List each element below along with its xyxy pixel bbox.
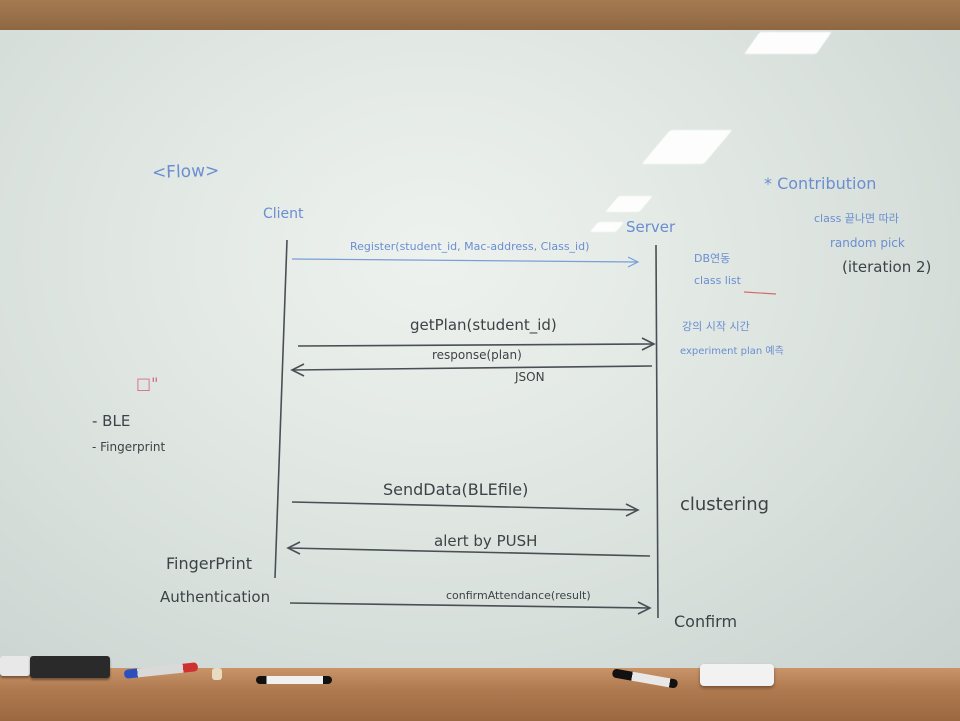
- message-alert: alert by PUSH: [434, 532, 538, 550]
- server-note-clustering: clustering: [680, 494, 770, 515]
- arrowhead-getplan: [641, 337, 656, 351]
- message-register: Register(student_id, Mac-address, Class_…: [350, 240, 590, 253]
- server-note-plan: experiment plan 예측: [680, 346, 784, 357]
- contribution-line-1: class 끝나면 따라: [814, 212, 899, 225]
- left-note-ble: - BLE: [92, 412, 131, 430]
- whiteboard-surface: [0, 30, 960, 672]
- flow-heading: <Flow>: [151, 160, 220, 184]
- message-confirm: confirmAttendance(result): [446, 589, 591, 602]
- arrow-alert: [287, 547, 651, 557]
- arrow-senddata: [291, 501, 639, 511]
- eraser: [30, 656, 110, 678]
- contribution-line-3: (iteration 2): [842, 258, 932, 276]
- marker-cap: [212, 668, 222, 680]
- arrowhead-senddata: [625, 503, 640, 517]
- server-note-lecture-time: 강의 시작 시간: [682, 320, 750, 333]
- client-note-fingerprint: FingerPrint: [166, 554, 253, 573]
- marker-tray: [0, 656, 960, 721]
- arrowhead-register: [627, 256, 640, 268]
- marker-black: [256, 676, 332, 684]
- left-note-fingerprint: - Fingerprint: [92, 440, 166, 454]
- arrow-response: [291, 365, 653, 371]
- class-list-underline: [743, 291, 777, 295]
- client-lifeline: [274, 239, 288, 579]
- client-note-authentication: Authentication: [160, 588, 271, 606]
- contribution-line-2: random pick: [830, 236, 905, 250]
- server-lifeline: [655, 244, 659, 619]
- message-response: response(plan): [432, 348, 522, 362]
- arrow-confirm: [289, 602, 651, 609]
- contribution-title: * Contribution: [764, 174, 877, 193]
- message-senddata: SendData(BLEfile): [383, 480, 529, 499]
- arrowhead-alert: [286, 541, 301, 555]
- message-getplan: getPlan(student_id): [410, 316, 557, 334]
- server-label: Server: [626, 218, 676, 236]
- server-note-class-list: class list: [694, 274, 741, 287]
- eraser: [700, 664, 774, 686]
- arrow-register: [291, 258, 639, 263]
- server-note-db: DB연동: [694, 252, 731, 265]
- arrowhead-response: [290, 363, 305, 377]
- arrow-getplan: [297, 343, 655, 347]
- client-label: Client: [263, 206, 304, 222]
- arrowhead-confirm: [637, 601, 652, 615]
- marker-black: [611, 668, 679, 689]
- server-note-confirm: Confirm: [674, 612, 738, 631]
- message-json: JSON: [515, 370, 545, 384]
- left-note-marker: □": [136, 374, 159, 393]
- eraser: [0, 656, 30, 676]
